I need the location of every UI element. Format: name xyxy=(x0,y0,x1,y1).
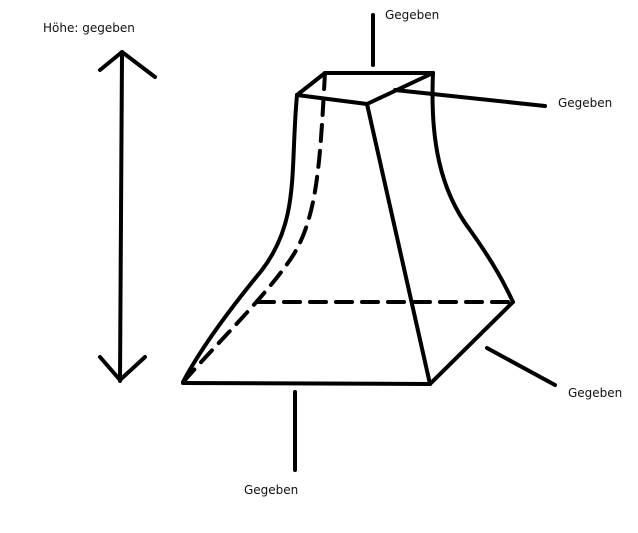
height-label: Höhe: gegeben xyxy=(43,21,135,35)
label-leader-lines xyxy=(293,13,557,472)
top-face xyxy=(295,71,435,106)
hidden-edges xyxy=(183,71,515,382)
bottom-label: Gegeben xyxy=(244,483,299,497)
top-right-label: Gegeben xyxy=(558,96,613,110)
side-edges xyxy=(181,71,515,386)
bottom-face xyxy=(181,300,515,386)
height-arrow xyxy=(98,50,157,383)
top-label: Gegeben xyxy=(385,8,440,22)
bottom-right-label: Gegeben xyxy=(568,386,623,400)
